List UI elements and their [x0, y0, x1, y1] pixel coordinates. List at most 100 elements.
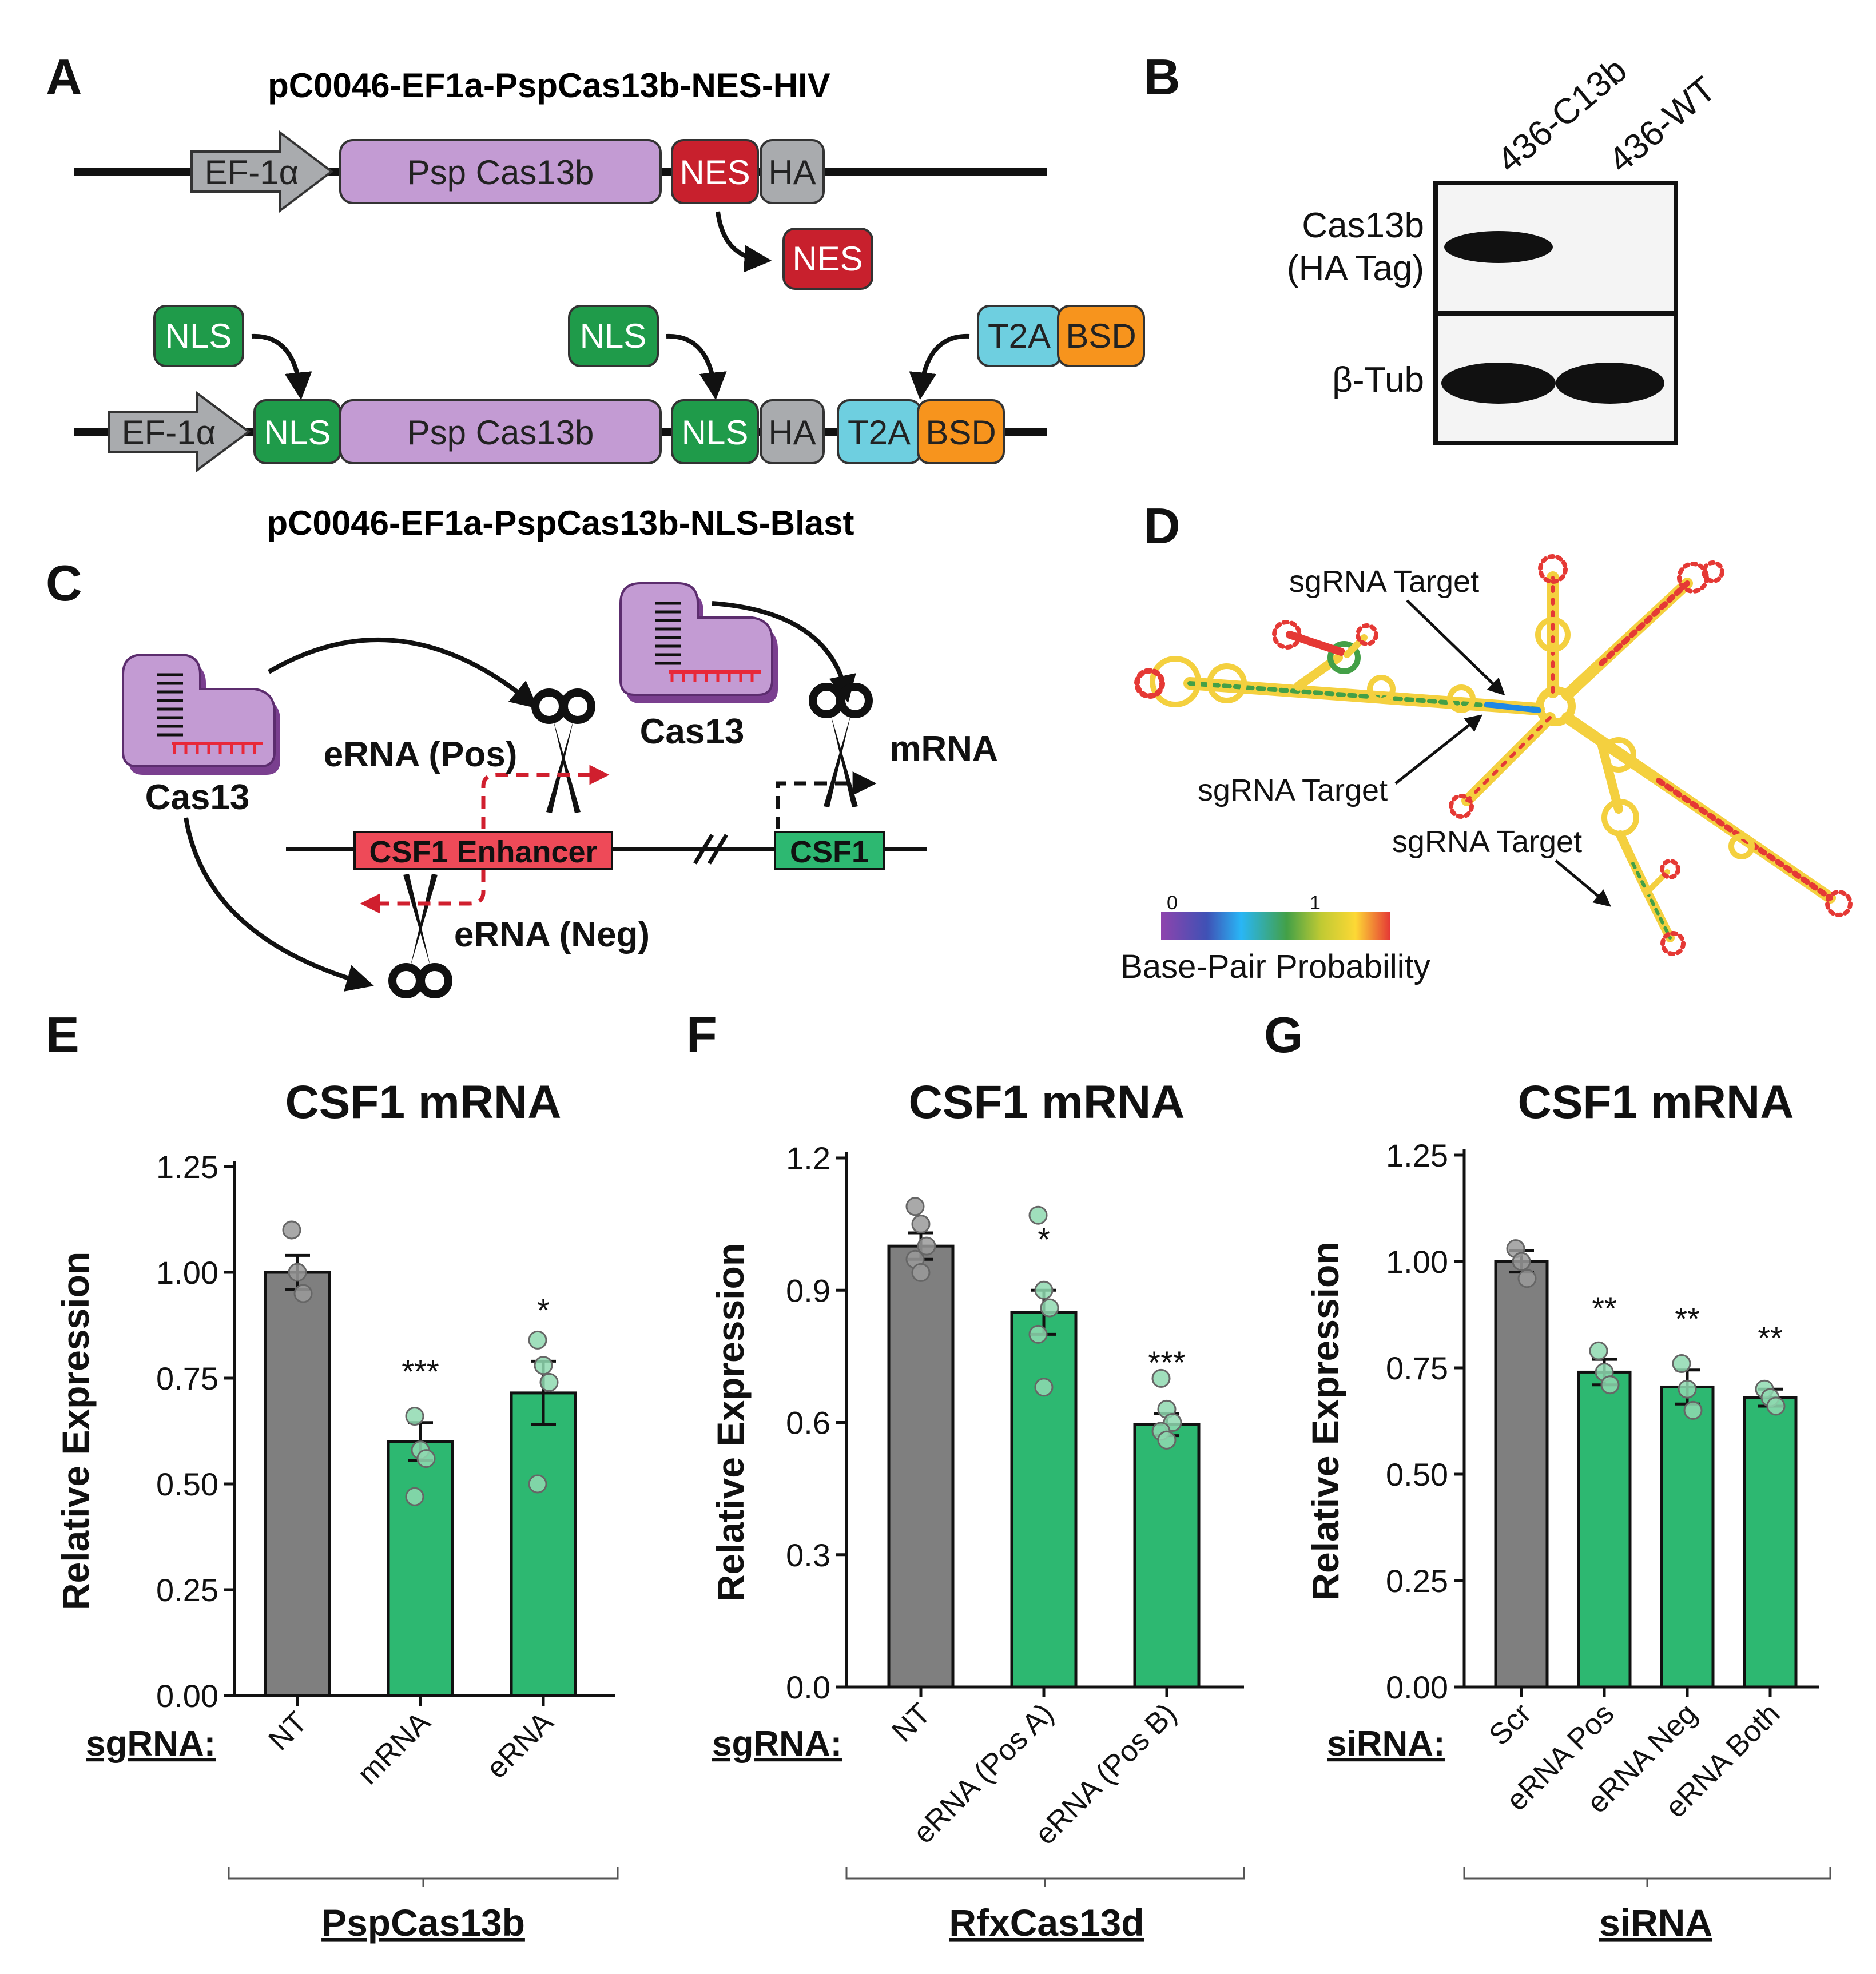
y-tick-label: 0.0: [786, 1669, 830, 1705]
cas13-arrow-pos: [267, 637, 539, 709]
data-point: [1672, 1354, 1691, 1374]
data-point: [1600, 1375, 1620, 1395]
data-point: [1028, 1205, 1048, 1225]
mrna-label: mRNA: [889, 729, 997, 769]
bar: [1010, 1311, 1078, 1689]
y-tick-label: 1.25: [156, 1149, 218, 1185]
group-bracket: [1463, 1867, 1831, 1887]
y-tick-label: 1.25: [1386, 1137, 1448, 1173]
x-axis-prefix: sgRNA:: [86, 1724, 216, 1764]
blot-row-ha-tag: (HA Tag): [1287, 249, 1424, 288]
data-point: [1683, 1400, 1703, 1420]
bar: [1577, 1370, 1632, 1689]
panel-d: sgRNA Target sgRNA Target sgRNA Target 0…: [1120, 554, 1853, 985]
data-point: [1040, 1298, 1059, 1318]
erna-pos-arrow: [481, 765, 610, 829]
data-point: [534, 1356, 553, 1375]
scissors-icon-neg: [388, 874, 452, 998]
bsd-insert: [1057, 305, 1145, 367]
panel-a: pC0046-EF1a-PspCas13b-NES-HIV EF-1α Psp …: [74, 66, 1145, 542]
x-tick-label: Scr: [1482, 1697, 1537, 1752]
nls-insert-2: [568, 305, 659, 367]
y-tick-label: 0.25: [156, 1572, 218, 1608]
significance-label: ***: [1148, 1344, 1185, 1380]
sgrna-target-label-3: sgRNA Target: [1392, 825, 1582, 859]
nes-label: NES: [679, 153, 750, 192]
panel-c: Cas13 Cas13: [122, 582, 998, 998]
x-tick-label: eRNA: [480, 1705, 559, 1785]
csf1-enhancer-label: CSF1 Enhancer: [369, 835, 597, 869]
bar: [887, 1244, 955, 1689]
significance-label: **: [1758, 1320, 1783, 1356]
tub-band-1: [1441, 363, 1556, 404]
data-point: [917, 1236, 936, 1256]
genome-break-icon: [693, 834, 729, 865]
nls-insert-1-label: NLS: [165, 317, 232, 355]
plasmid-title-nls: pC0046-EF1a-PspCas13b-NLS-Blast: [267, 504, 854, 542]
cas13-label-left: Cas13: [145, 778, 250, 817]
panel-label-d: D: [1144, 498, 1181, 554]
x-axis-prefix: sgRNA:: [712, 1724, 842, 1764]
data-point: [1034, 1378, 1054, 1397]
data-point: [1028, 1324, 1048, 1344]
erna-neg-arrow: [360, 869, 486, 914]
group-label: siRNA: [1599, 1901, 1712, 1944]
colorbar-min: 0: [1167, 892, 1178, 914]
data-point: [405, 1487, 424, 1506]
bsd-insert-label: BSD: [1066, 317, 1136, 355]
chart-title: CSF1 mRNA: [909, 1076, 1185, 1128]
data-point: [539, 1372, 559, 1392]
panel-label-f: F: [686, 1006, 717, 1063]
panel-label-g: G: [1264, 1006, 1303, 1063]
cas13b-band: [1444, 231, 1553, 263]
insert-arrow-2: [666, 333, 727, 400]
y-tick-label: 0.75: [156, 1360, 218, 1396]
t2a-label: T2A: [848, 413, 911, 452]
y-tick-label: 0.6: [786, 1405, 830, 1441]
significance-label: *: [537, 1292, 550, 1328]
base-pair-colorbar: [1161, 912, 1390, 940]
data-point: [1766, 1396, 1786, 1416]
erna-pos-label: eRNA (Pos): [324, 735, 518, 774]
t2a-insert-label: T2A: [988, 317, 1051, 355]
y-tick-label: 0.75: [1386, 1350, 1448, 1386]
insert-arrow-3: [909, 333, 970, 400]
y-tick-label: 1.2: [786, 1140, 830, 1176]
panel-label-c: C: [46, 555, 82, 611]
data-point: [911, 1263, 931, 1282]
x-tick-label: NT: [885, 1697, 937, 1748]
panel-label-a: A: [46, 49, 82, 105]
csf1-enhancer-box: [353, 831, 613, 870]
mrna-arrow: [776, 771, 877, 829]
data-point: [1678, 1379, 1697, 1399]
promoter-label-bottom: EF-1α: [122, 413, 216, 452]
nes-replaced-label: NES: [792, 240, 863, 278]
plasmid-title-nes: pC0046-EF1a-PspCas13b-NES-HIV: [268, 66, 830, 105]
sgrna-target-arrow-3: [1555, 859, 1611, 907]
csf1-gene-box: [774, 831, 885, 870]
panel-label-e: E: [46, 1006, 80, 1063]
rna-secondary-structure: [1134, 554, 1853, 956]
y-axis-label: Relative Expression: [54, 1252, 97, 1610]
bsd-box: [917, 399, 1005, 464]
data-point: [288, 1263, 307, 1282]
nls-box-1-label: NLS: [264, 413, 331, 452]
data-point: [1512, 1252, 1531, 1271]
data-point: [1151, 1368, 1171, 1388]
ha-label-bottom: HA: [768, 413, 816, 452]
bar: [1133, 1423, 1201, 1689]
ha-box-top: [760, 139, 825, 204]
significance-label: **: [1675, 1301, 1700, 1337]
tub-band-2: [1556, 363, 1664, 404]
significance-label: **: [1592, 1290, 1617, 1326]
data-point: [911, 1215, 931, 1234]
sgrna-target-label-2: sgRNA Target: [1198, 773, 1388, 807]
x-tick-label: mRNA: [351, 1705, 436, 1790]
cas13-icon-left: [122, 654, 280, 775]
y-tick-label: 0.25: [1386, 1563, 1448, 1599]
data-point: [905, 1197, 925, 1216]
y-tick-label: 1.00: [156, 1255, 218, 1291]
ha-box-bottom: [760, 399, 825, 464]
data-point: [1517, 1269, 1537, 1288]
sgrna-target-arrow-2: [1394, 714, 1483, 785]
